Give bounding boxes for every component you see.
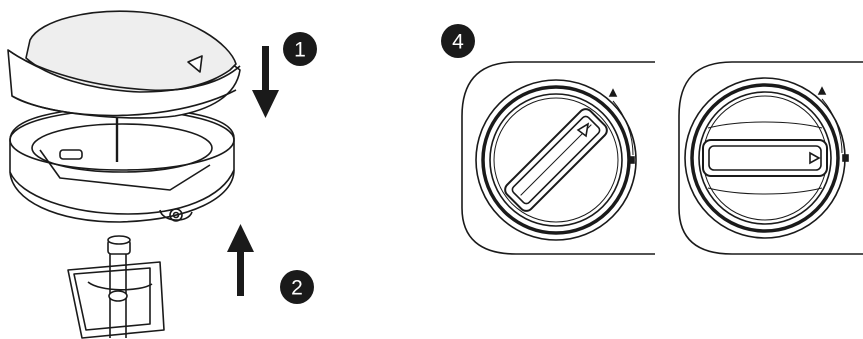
arrow-up-icon [227, 224, 254, 296]
step-number-4: 4 [452, 31, 464, 54]
flame-icon [817, 86, 827, 95]
arrow-down-icon [252, 46, 279, 118]
dial-scale-arc [612, 100, 634, 156]
pointer-triangle-icon [809, 151, 821, 165]
cap-rim [7, 49, 241, 92]
panel-outline [461, 61, 655, 255]
panel-outline [678, 61, 863, 255]
dial-outer-ring [475, 79, 637, 241]
base-slot [59, 149, 83, 160]
flame-icon-small [628, 156, 635, 164]
base-ring-inner [31, 123, 213, 173]
screw-tab [159, 209, 193, 221]
dial-panel-rotated [461, 61, 655, 255]
cap-dome [25, 10, 237, 93]
step-badge-1: 1 [283, 32, 317, 66]
knob-assembly-illustration [7, 10, 241, 339]
base-ring-bottom-edge [9, 169, 235, 215]
dial-panel-horizontal [678, 61, 863, 255]
step-badge-2: 2 [280, 270, 314, 304]
pointer-triangle-icon [187, 55, 203, 73]
pointer-triangle-icon [576, 122, 590, 138]
cap-lower-edge [11, 89, 237, 117]
step-number-2: 2 [291, 277, 303, 300]
dial-scale-arc [821, 98, 843, 154]
fitting-stem [109, 246, 127, 338]
base-ring [9, 107, 235, 223]
step-badge-4: 4 [441, 24, 475, 58]
step-number-1: 1 [294, 39, 306, 62]
base-cavity [39, 149, 211, 191]
screw-hole [169, 208, 183, 222]
flame-icon-small [842, 154, 849, 162]
flame-icon [608, 88, 618, 97]
